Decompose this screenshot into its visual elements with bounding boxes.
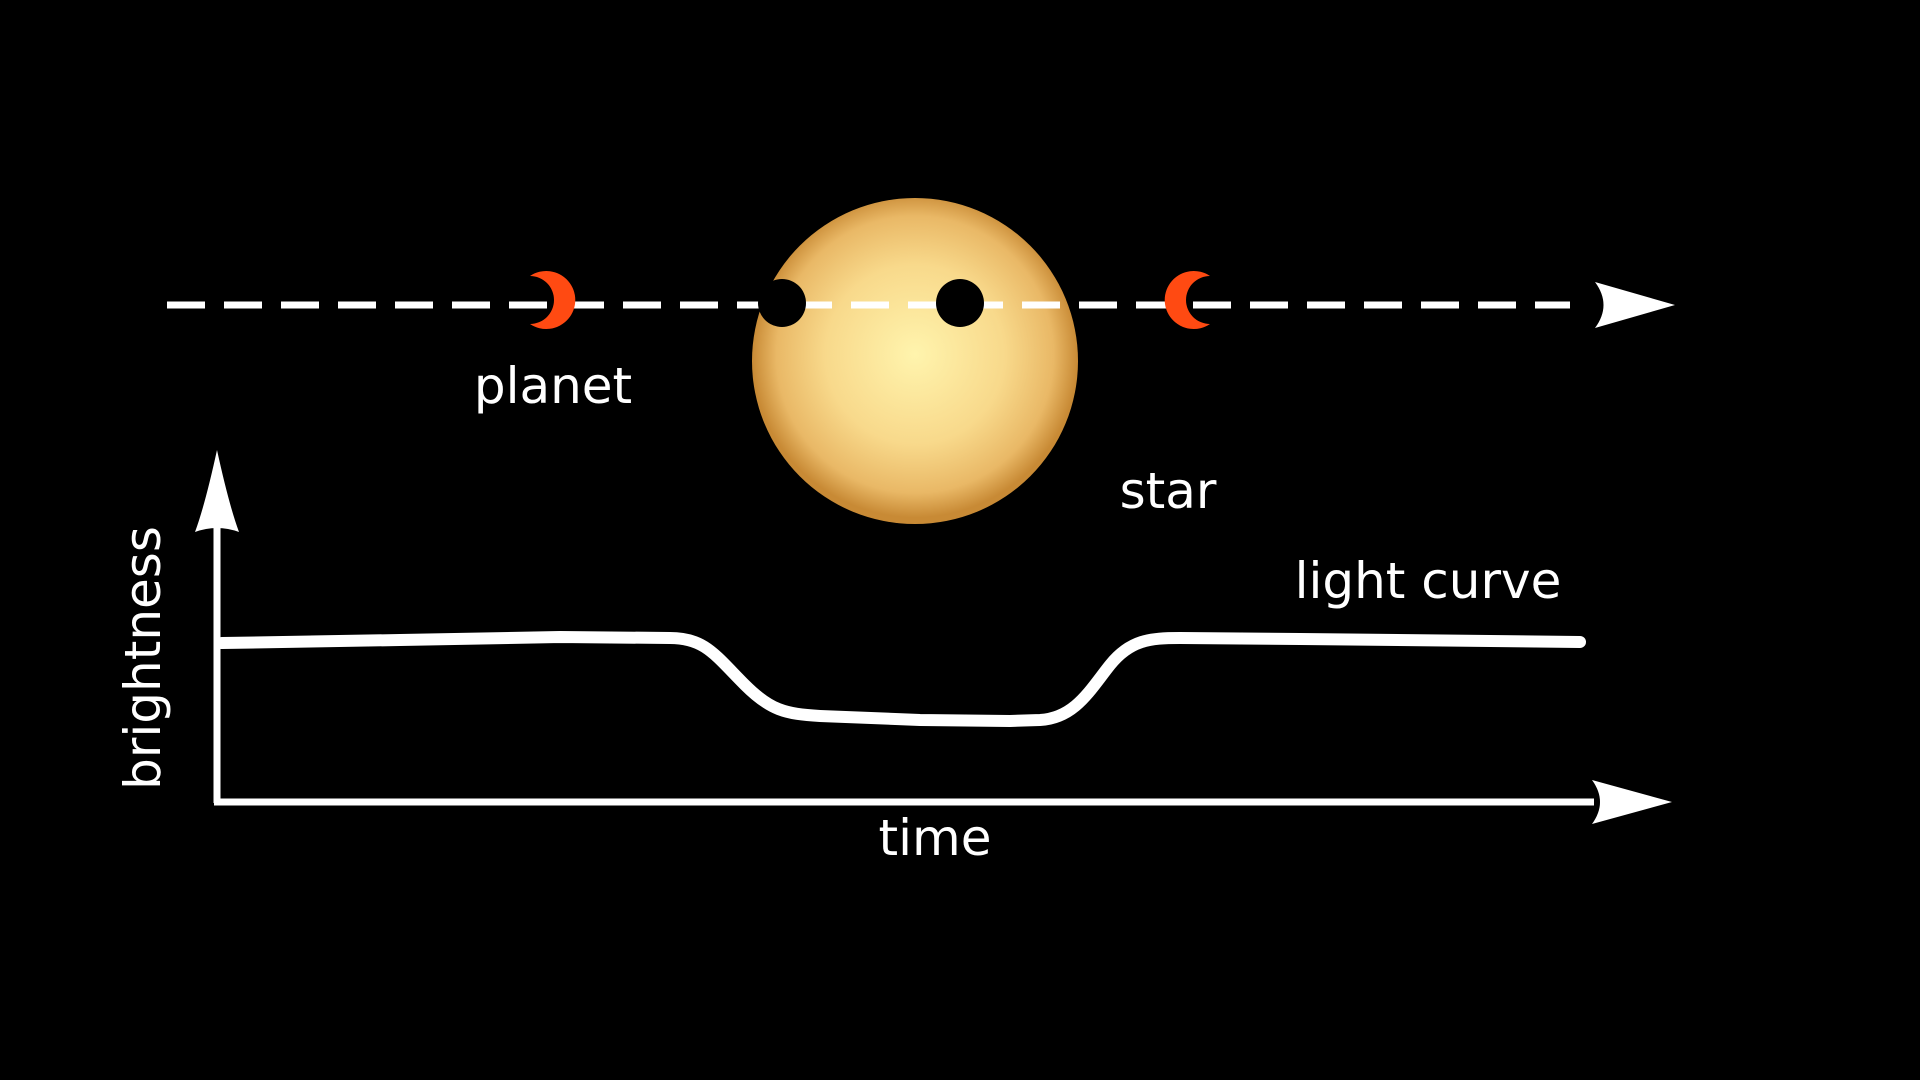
planet-transit	[936, 279, 984, 327]
star	[752, 198, 1078, 524]
planet-label: planet	[474, 357, 632, 415]
x-axis-label: time	[879, 809, 992, 867]
x-axis-arrowhead-icon	[1592, 780, 1672, 824]
light-curve-label: light curve	[1295, 552, 1562, 610]
planet-crescent-left	[530, 271, 576, 330]
planet-crescent-right	[1164, 271, 1210, 329]
light-curve-line	[216, 631, 1586, 727]
y-axis-label: brightness	[114, 526, 172, 790]
star-label: star	[1120, 462, 1217, 520]
orbit-arrowhead-icon	[1595, 282, 1675, 328]
planet-ingress	[758, 279, 806, 327]
y-axis-arrowhead-icon	[195, 450, 239, 532]
